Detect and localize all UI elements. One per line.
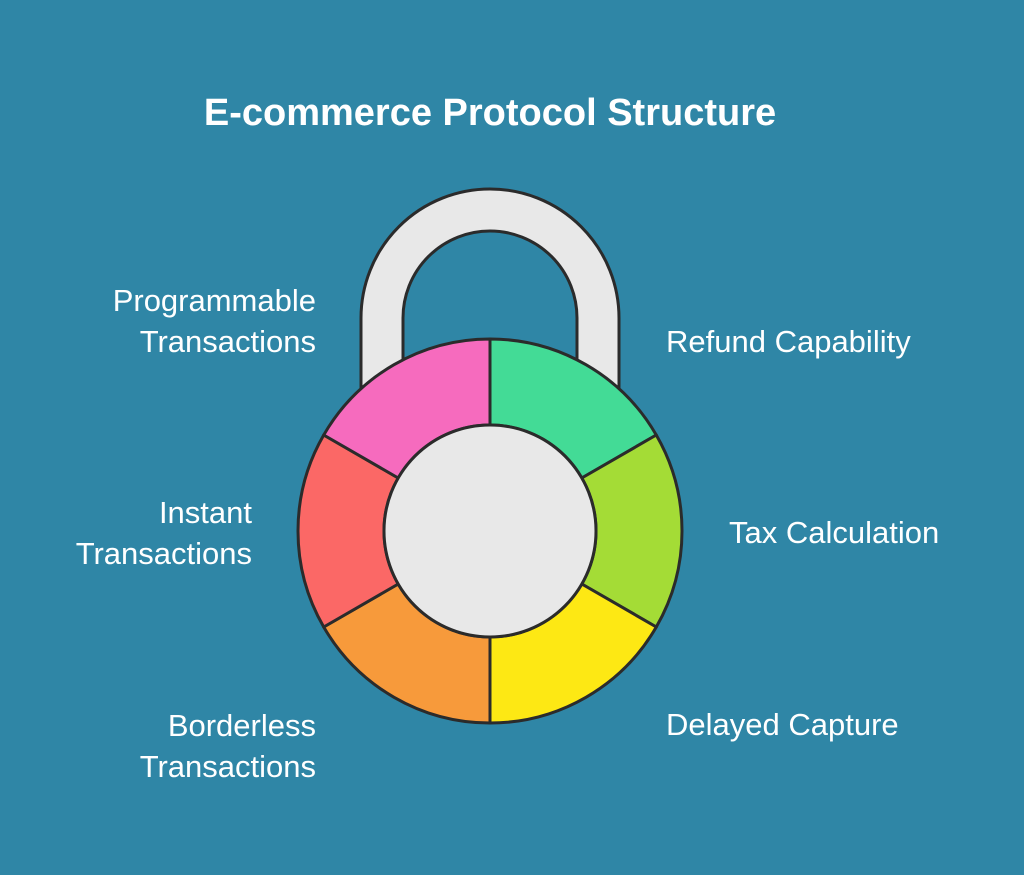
label-tax-calculation: Tax Calculation <box>729 512 939 553</box>
padlock-center <box>382 423 598 639</box>
label-line: Instant <box>158 495 252 530</box>
label-programmable-transactions: Programmable Transactions <box>113 280 316 362</box>
label-delayed-capture: Delayed Capture <box>666 704 899 745</box>
padlock-shackle <box>359 187 621 402</box>
diagram-title: E-commerce Protocol Structure <box>203 92 777 134</box>
label-line: Refund Capability <box>666 324 911 359</box>
label-refund-capability: Refund Capability <box>666 321 911 362</box>
label-instant-transactions: Instant Transactions <box>76 492 252 574</box>
label-line: Tax Calculation <box>729 515 940 550</box>
label-line: Delayed Capture <box>666 707 899 742</box>
label-line: Programmable <box>112 283 316 318</box>
label-line: Transactions <box>139 324 316 359</box>
label-line: Transactions <box>139 749 316 784</box>
label-borderless-transactions: Borderless Transactions <box>140 705 316 787</box>
label-line: Borderless <box>167 708 316 743</box>
label-line: Transactions <box>75 536 252 571</box>
